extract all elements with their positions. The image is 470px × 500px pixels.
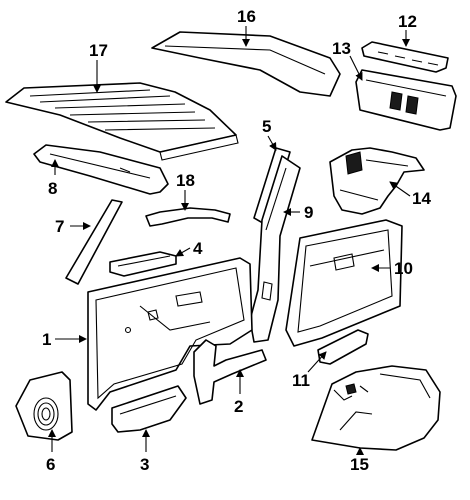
callout-leaders: [48, 26, 411, 455]
callout-5: 5: [262, 117, 271, 136]
callout-3: 3: [140, 455, 149, 474]
part-front-door-panel: [87, 257, 253, 411]
callout-2: 2: [234, 397, 243, 416]
callout-16: 16: [237, 7, 256, 26]
part-headliner: [5, 82, 239, 161]
part-speaker-panel: [15, 371, 73, 441]
part-quarter-trim-upper: [329, 147, 425, 215]
callout-6: 6: [46, 455, 55, 474]
part-wheelhouse-trim: [311, 365, 441, 451]
callout-1: 1: [42, 330, 51, 349]
callout-14: 14: [412, 189, 431, 208]
part-a-pillar-trim: [65, 199, 123, 285]
part-b-pillar-trim: [249, 147, 301, 343]
part-rear-panel: [355, 69, 457, 131]
part-upper-trim-rail: [33, 144, 169, 195]
callout-15: 15: [350, 455, 369, 474]
callout-8: 8: [48, 179, 57, 198]
callout-labels: 17 16 12 13 5 14 18 8 7 9 4 10 1 2 11 3 …: [42, 7, 431, 474]
callout-13: 13: [332, 39, 351, 58]
part-armrest: [109, 251, 177, 277]
callout-7: 7: [55, 217, 64, 236]
part-small-trim-piece: [317, 329, 369, 365]
callout-10: 10: [394, 259, 413, 278]
part-rear-quarter-panel: [285, 219, 403, 347]
part-grab-handle: [145, 207, 231, 227]
callout-9: 9: [304, 203, 313, 222]
callout-17: 17: [89, 41, 108, 60]
part-lower-trim: [193, 339, 267, 405]
callout-12: 12: [398, 12, 417, 31]
part-door-pocket: [111, 385, 187, 433]
part-rear-shelf: [151, 31, 341, 97]
callout-11: 11: [292, 371, 310, 390]
callout-18: 18: [176, 171, 195, 190]
part-package-tray: [361, 41, 449, 73]
callout-4: 4: [193, 239, 203, 258]
